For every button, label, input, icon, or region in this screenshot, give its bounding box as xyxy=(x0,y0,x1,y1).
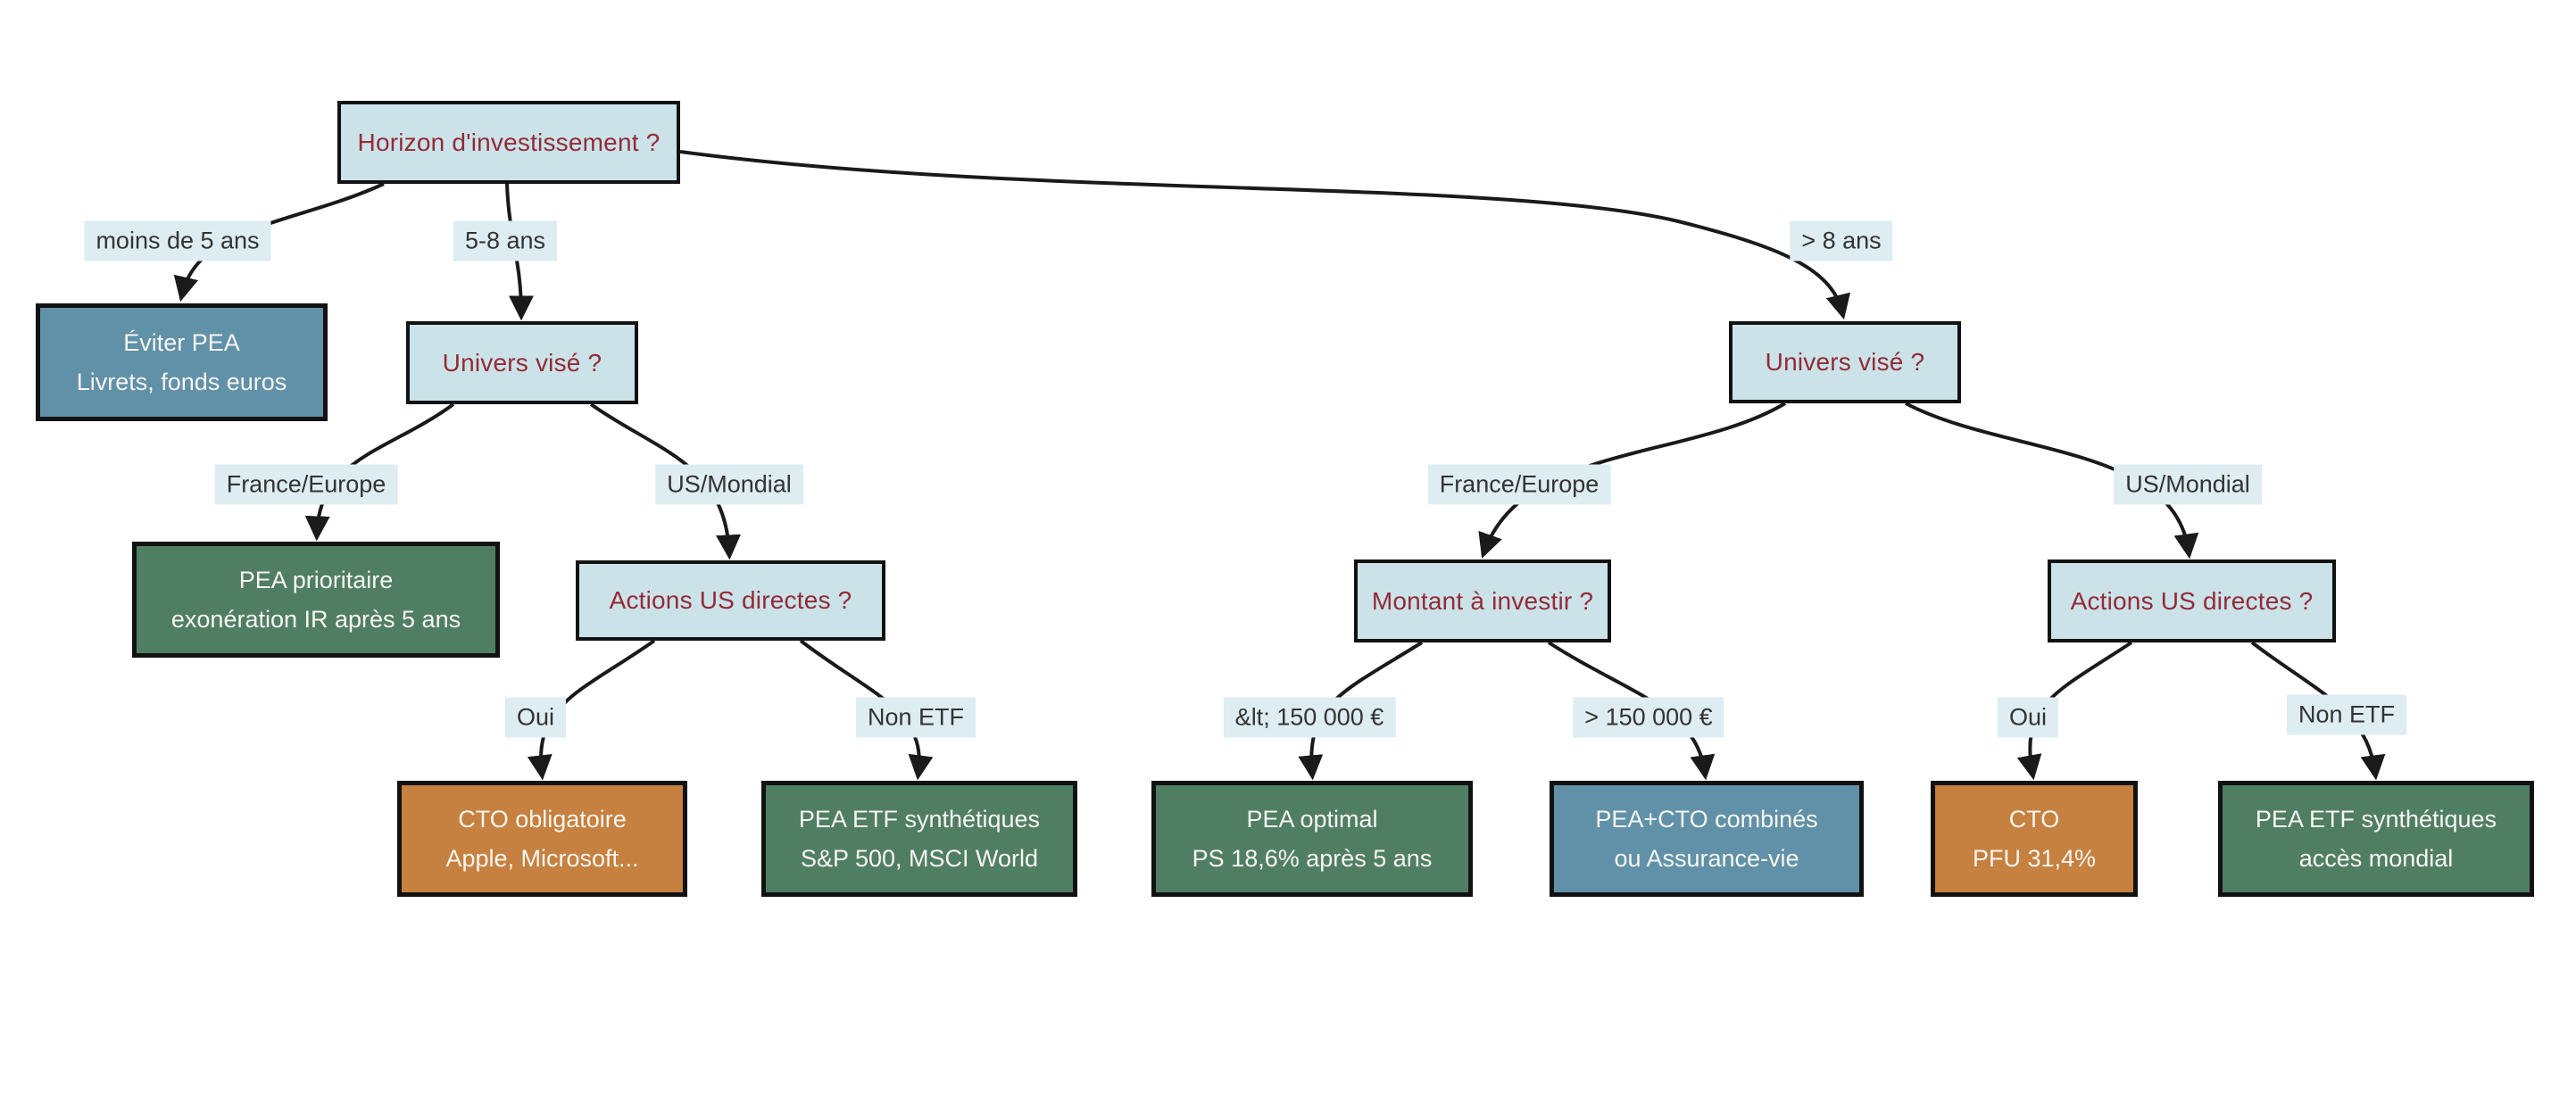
node-actions-us-directes-right: Actions US directes ? xyxy=(2048,559,2336,642)
edge-label-us-mondial-left: US/Mondial xyxy=(655,464,803,505)
node-pea-optimal: PEA optimal PS 18,6% après 5 ans xyxy=(1151,781,1473,897)
node-eviter-pea: Éviter PEA Livrets, fonds euros xyxy=(36,303,328,421)
node-actions-us-directes-left: Actions US directes ? xyxy=(576,560,885,641)
edge-label-oui-right: Oui xyxy=(1997,697,2059,738)
node-pea-etf-sp500-line2: S&P 500, MSCI World xyxy=(800,845,1039,872)
node-pea-prioritaire-line2: exonération IR après 5 ans xyxy=(170,606,461,633)
edge-label-5-8-ans: 5-8 ans xyxy=(453,220,558,261)
node-pea-optimal-line1: PEA optimal xyxy=(1246,806,1378,833)
node-pea-etf-mondial: PEA ETF synthétiques accès mondial xyxy=(2218,781,2534,897)
node-cto-obligatoire-line1: CTO obligatoire xyxy=(458,806,627,833)
edge-horizon-to-univers-right xyxy=(679,150,1851,320)
node-cto-right: CTO PFU 31,4% xyxy=(1931,781,2138,897)
node-pea-cto-combines: PEA+CTO combinés ou Assurance-vie xyxy=(1550,781,1864,897)
edge-label-plus-8-ans: > 8 ans xyxy=(1790,220,1893,261)
node-cto-obligatoire-line2: Apple, Microsoft... xyxy=(445,845,639,872)
node-horizon-label: Horizon d'investissement ? xyxy=(357,128,661,156)
edge-label-moins-150k: &lt; 150 000 € xyxy=(1223,697,1396,738)
node-univers-left-label: Univers visé ? xyxy=(442,348,602,377)
node-pea-etf-sp500: PEA ETF synthétiques S&P 500, MSCI World xyxy=(761,781,1077,897)
node-cto-right-line2: PFU 31,4% xyxy=(1972,845,2097,872)
node-univers-vise-left: Univers visé ? xyxy=(406,321,638,404)
edge-label-plus-150k: > 150 000 € xyxy=(1573,697,1724,738)
edge-label-non-etf-right: Non ETF xyxy=(2286,694,2407,735)
node-horizon-investissement: Horizon d'investissement ? xyxy=(337,101,680,184)
node-pea-cto-combines-line2: ou Assurance-vie xyxy=(1614,845,1799,872)
node-pea-cto-combines-line1: PEA+CTO combinés xyxy=(1595,806,1818,833)
edge-label-us-mondial-right: US/Mondial xyxy=(2114,464,2262,505)
node-cto-right-line1: CTO xyxy=(2008,806,2060,833)
node-pea-prioritaire-line1: PEA prioritaire xyxy=(238,567,394,593)
node-univers-right-label: Univers visé ? xyxy=(1765,348,1925,376)
edge-label-france-europe-left: France/Europe xyxy=(214,464,398,505)
edge-label-oui-left: Oui xyxy=(504,697,567,738)
node-pea-etf-sp500-line1: PEA ETF synthétiques xyxy=(798,806,1041,833)
node-montant-a-investir: Montant à investir ? xyxy=(1354,559,1611,642)
edge-label-france-europe-right: France/Europe xyxy=(1427,464,1611,505)
edge-label-non-etf-left: Non ETF xyxy=(855,697,976,738)
node-pea-prioritaire: PEA prioritaire exonération IR après 5 a… xyxy=(132,542,500,658)
node-montant-label: Montant à investir ? xyxy=(1371,586,1594,615)
node-univers-vise-right: Univers visé ? xyxy=(1729,321,1961,403)
node-actions-us-right-label: Actions US directes ? xyxy=(2070,586,2314,615)
node-actions-us-left-label: Actions US directes ? xyxy=(609,586,852,614)
edge-label-moins-de-5-ans: moins de 5 ans xyxy=(84,220,271,261)
node-eviter-pea-line1: Éviter PEA xyxy=(123,329,240,356)
node-pea-etf-mondial-line2: accès mondial xyxy=(2298,845,2454,872)
node-cto-obligatoire: CTO obligatoire Apple, Microsoft... xyxy=(397,781,687,897)
node-pea-optimal-line2: PS 18,6% après 5 ans xyxy=(1192,845,1433,872)
node-pea-etf-mondial-line1: PEA ETF synthétiques xyxy=(2255,806,2497,833)
node-eviter-pea-line2: Livrets, fonds euros xyxy=(76,369,287,395)
